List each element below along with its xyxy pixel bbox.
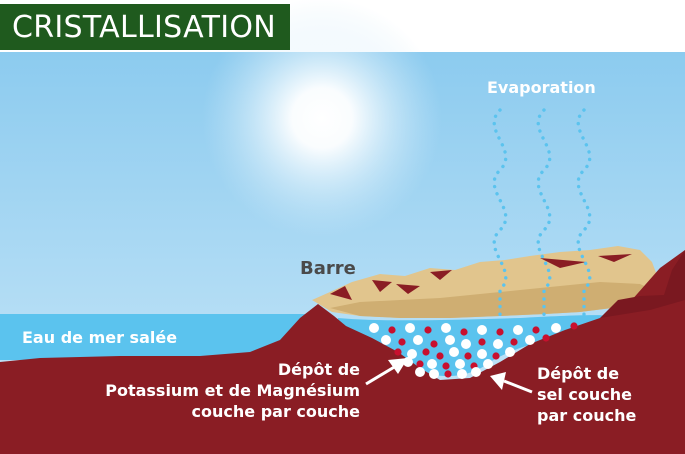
potash-crystal [430,340,438,348]
salt-crystal [551,323,561,333]
sea [0,314,330,360]
salt-crystal [407,349,417,359]
potash-crystal [542,334,550,342]
salt-crystal [445,335,455,345]
salt-crystal [381,335,391,345]
salt-deposit-line: Dépôt de [537,364,620,383]
potash-crystal [424,326,432,334]
ridge [372,280,392,292]
salt-deposit-label: Dépôt de sel couche par couche [537,363,636,426]
potash-crystal [496,328,504,336]
sun-icon [202,0,442,238]
vapor-line [576,108,592,320]
potash-crystal [394,348,402,356]
salt-crystal [369,323,379,333]
potash-deposit-line: Dépôt de [277,360,360,379]
potash-crystal [492,352,500,360]
sea-water-label: Eau de mer salée [22,328,178,347]
salt-crystal [429,369,439,379]
potash-deposit-line: couche par couche [191,402,360,421]
potash-crystal [416,360,424,368]
ridge [540,258,586,268]
crystal-deposits [369,322,578,379]
salt-crystal [477,349,487,359]
arrow-icon [365,358,408,386]
potash-crystal [444,370,452,378]
potash-crystal [422,348,430,356]
potash-deposit-label: Dépôt de Potassium et de Magnésium couch… [80,359,360,422]
salt-crystal [505,347,515,357]
salt-crystal [477,325,487,335]
barre-label: Barre [300,258,356,279]
potash-crystal [464,352,472,360]
potash-crystal [442,362,450,370]
salt-crystal [449,347,459,357]
potash-crystal [398,338,406,346]
evaporation-label: Evaporation [487,78,596,97]
arrow-icon [490,372,533,394]
potash-crystal [460,328,468,336]
ridge [430,270,452,280]
salt-crystal [413,335,423,345]
vapor-line [536,108,552,320]
salt-crystal [513,325,523,335]
salt-crystal [525,335,535,345]
salt-crystal [457,369,467,379]
ridge [598,254,632,262]
sand-bar-shadow [330,282,664,318]
potash-crystal [478,338,486,346]
salt-deposit-line: par couche [537,406,637,425]
salt-deposit-line: sel couche [537,385,633,404]
salt-crystal [461,339,471,349]
salt-crystal [493,339,503,349]
ground-right-ridge [600,250,685,318]
salt-crystal [471,367,481,377]
ridge [330,286,352,300]
potash-crystal [388,326,396,334]
potash-crystal [532,326,540,334]
potash-deposit-line: Potassium et de Magnésium [105,381,360,400]
vapor-line [492,108,508,320]
potash-crystal [570,322,578,330]
salt-crystal [427,359,437,369]
page-title: CRISTALLISATION [0,4,290,50]
salt-crystal [405,323,415,333]
ridge [396,284,420,294]
salt-crystal [455,359,465,369]
salt-crystal [483,359,493,369]
salt-crystal [415,367,425,377]
salt-crystal [441,323,451,333]
ground [0,250,685,454]
potash-crystal [436,352,444,360]
potash-crystal [510,338,518,346]
